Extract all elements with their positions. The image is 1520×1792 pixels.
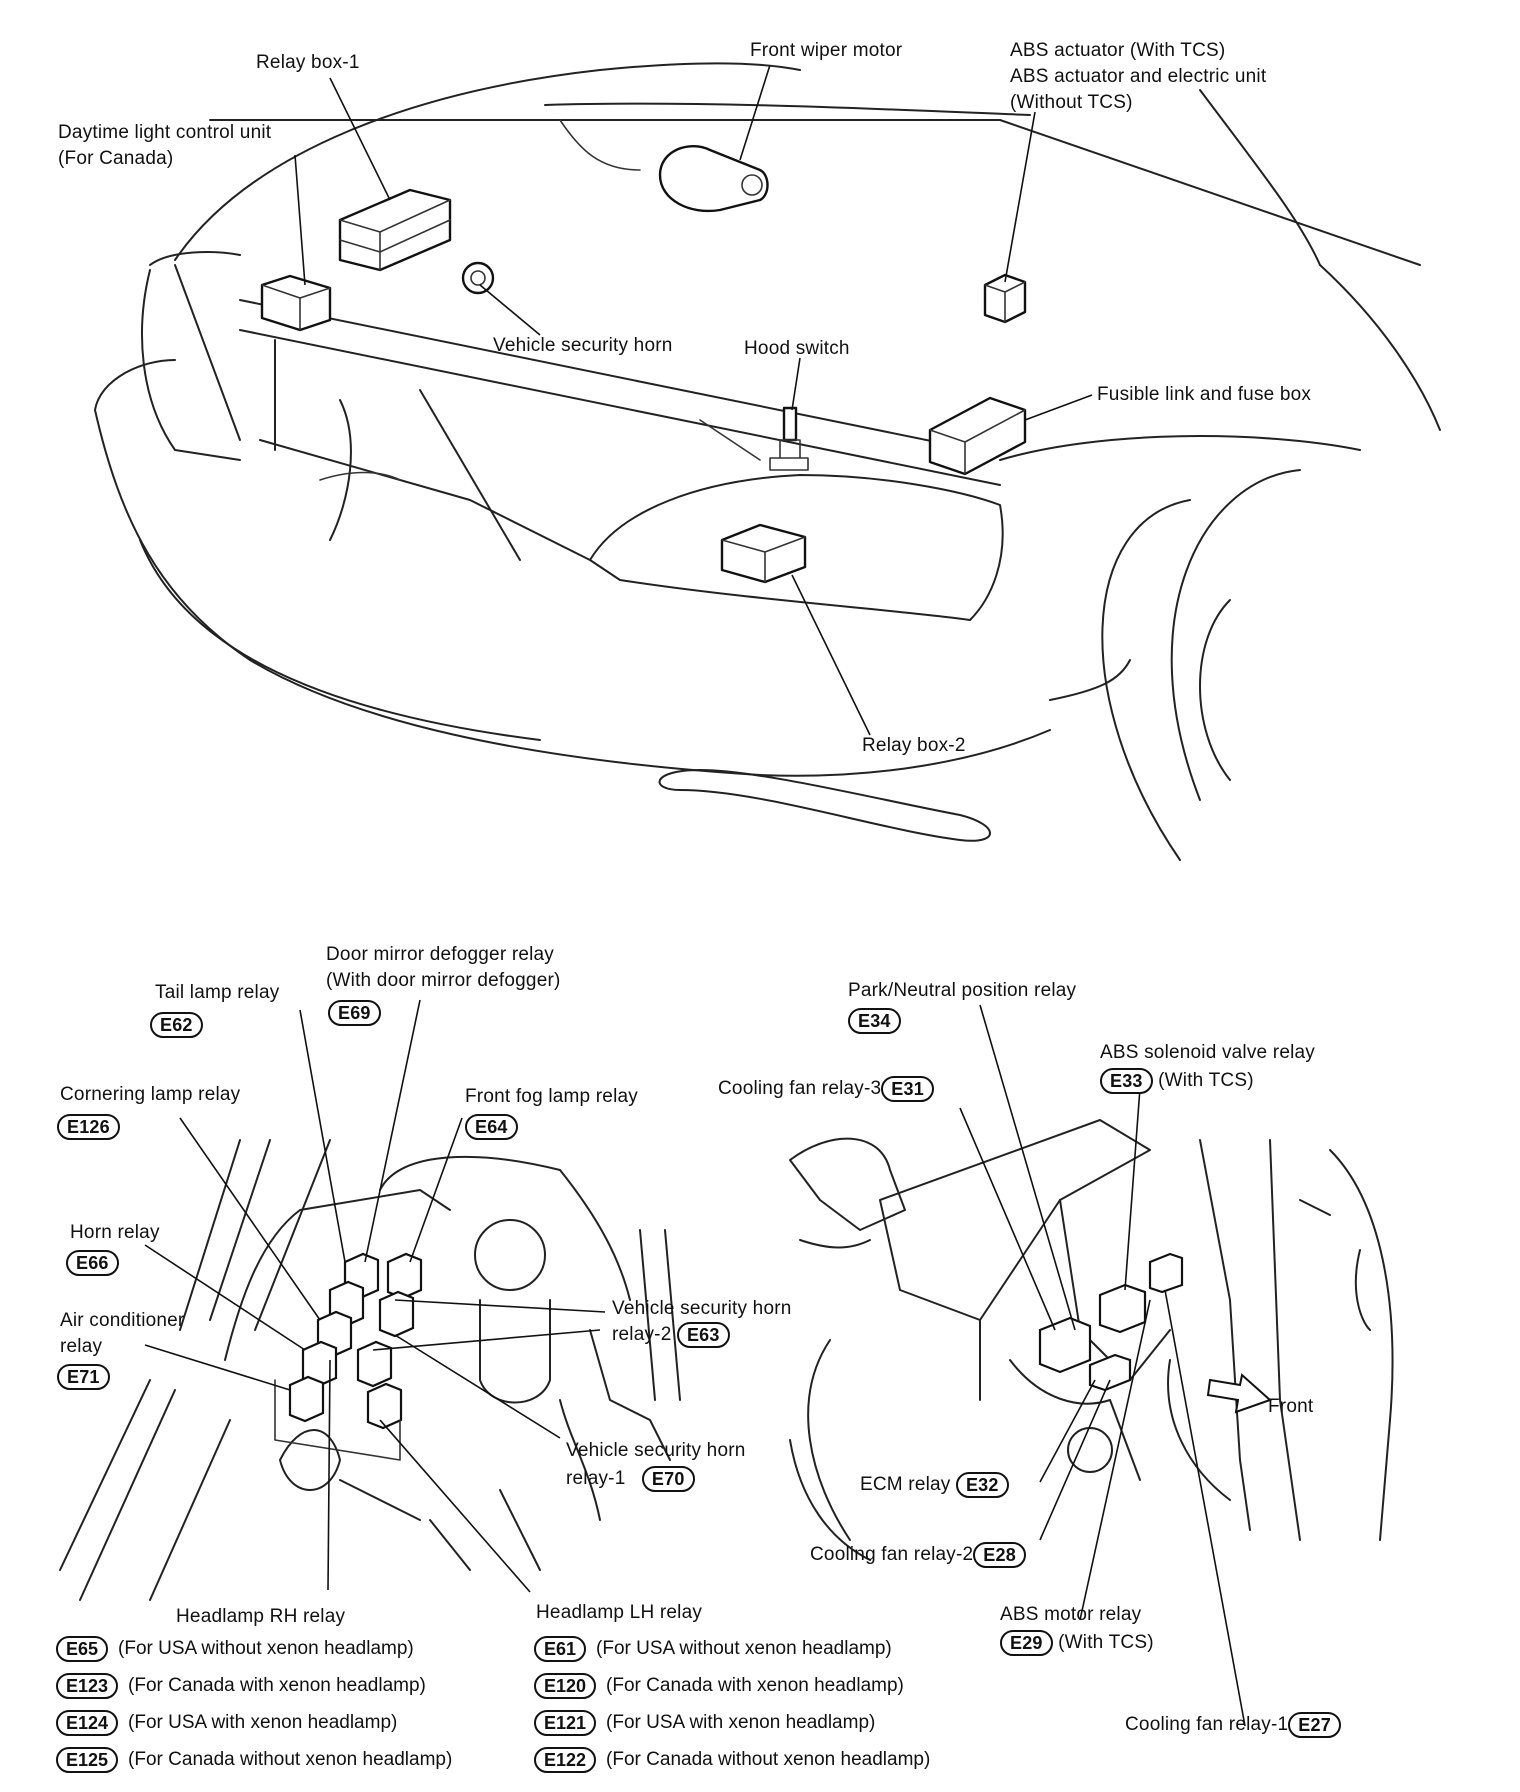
connector-e29: E29 [1000, 1630, 1053, 1656]
label-fusible-link: Fusible link and fuse box [1097, 384, 1312, 405]
left-leader-lines [144, 999, 606, 1593]
headlamp-rh-title: Headlamp RH relay [176, 1606, 346, 1627]
connector-row: E123 (For Canada with xenon headlamp) [56, 1673, 426, 1699]
connector-e70: E70 [641, 1466, 695, 1492]
connector-e69: E69 [328, 1000, 381, 1026]
connector-code: E125 [56, 1747, 119, 1773]
connector-e71: E71 [57, 1364, 110, 1390]
label-relay-box-2: Relay box-2 [862, 735, 966, 756]
connector-code: E61 [534, 1636, 587, 1662]
connector-e27: E27 [1288, 1712, 1341, 1738]
connector-code: E121 [534, 1710, 597, 1736]
label-cooling-fan-2: Cooling fan relay-2 [810, 1544, 974, 1566]
connector-row: E121 (For USA with xenon headlamp) [534, 1710, 875, 1736]
label-daytime-light-1: Daytime light control unit [58, 122, 272, 143]
top-leader-lines [294, 64, 1093, 736]
label-vsh-relay-1-a: Vehicle security horn [566, 1440, 746, 1461]
engine-compartment-illustration [789, 1119, 1394, 1561]
label-door-mirror-1: Door mirror defogger relay [326, 944, 555, 965]
connector-row: E124 (For USA with xenon headlamp) [56, 1710, 397, 1736]
connector-e64: E64 [465, 1114, 518, 1140]
connector-e66: E66 [66, 1250, 119, 1276]
label-vsh-relay-2-b: relay-2 [612, 1324, 672, 1346]
label-abs-actuator-3: (Without TCS) [1010, 92, 1133, 113]
label-hood-switch: Hood switch [744, 338, 850, 359]
label-ecm-relay: ECM relay [860, 1474, 951, 1496]
connector-row: E65 (For USA without xenon headlamp) [56, 1636, 414, 1662]
label-daytime-light-2: (For Canada) [58, 148, 174, 169]
connector-row: E61 (For USA without xenon headlamp) [534, 1636, 892, 1662]
connector-note: (For Canada with xenon headlamp) [606, 1675, 904, 1697]
relay-block-illustration [59, 1139, 681, 1601]
connector-note: (For USA with xenon headlamp) [128, 1712, 398, 1734]
label-abs-solenoid: ABS solenoid valve relay [1100, 1042, 1315, 1063]
label-cornering-lamp: Cornering lamp relay [60, 1084, 241, 1105]
label-abs-solenoid-note: (With TCS) [1158, 1070, 1254, 1092]
connector-note: (For Canada without xenon headlamp) [128, 1749, 453, 1771]
label-door-mirror-2: (With door mirror defogger) [326, 970, 561, 991]
label-vsh-relay-2-a: Vehicle security horn [612, 1298, 792, 1319]
label-abs-actuator-1: ABS actuator (With TCS) [1010, 40, 1226, 61]
label-vehicle-security-horn: Vehicle security horn [493, 335, 673, 356]
connector-code: E122 [534, 1747, 597, 1773]
connector-row: E120 (For Canada with xenon headlamp) [534, 1673, 904, 1699]
connector-e31: E31 [881, 1076, 934, 1102]
label-ac-relay-2: relay [60, 1336, 103, 1357]
connector-note: (For Canada without xenon headlamp) [606, 1749, 931, 1771]
label-tail-lamp: Tail lamp relay [155, 982, 280, 1003]
connector-e33: E33 [1100, 1068, 1153, 1094]
connector-code: E123 [56, 1673, 119, 1699]
label-abs-motor-note: (With TCS) [1058, 1632, 1154, 1654]
label-abs-actuator-2: ABS actuator and electric unit [1010, 66, 1267, 87]
connector-note: (For USA without xenon headlamp) [118, 1638, 414, 1660]
right-leader-lines [959, 1004, 1246, 1727]
label-front-wiper-motor: Front wiper motor [750, 40, 903, 61]
label-horn-relay: Horn relay [70, 1222, 160, 1243]
connector-e34: E34 [848, 1008, 901, 1034]
headlamp-lh-title: Headlamp LH relay [536, 1602, 703, 1623]
connector-code: E124 [56, 1710, 119, 1736]
connector-e32: E32 [955, 1472, 1009, 1498]
label-vsh-relay-1-b: relay-1 [566, 1468, 626, 1490]
label-abs-motor: ABS motor relay [1000, 1604, 1142, 1625]
connector-row: E125 (For Canada without xenon headlamp) [56, 1747, 452, 1773]
connector-e62: E62 [150, 1012, 203, 1038]
label-cooling-fan-1: Cooling fan relay-1 [1125, 1714, 1289, 1736]
label-front-fog: Front fog lamp relay [465, 1086, 638, 1107]
connector-e63: E63 [676, 1322, 730, 1348]
label-ac-relay-1: Air conditioner [60, 1310, 185, 1331]
connector-e28: E28 [973, 1542, 1026, 1568]
connector-code: E65 [56, 1636, 109, 1662]
car-front-illustration [94, 62, 1441, 861]
connector-note: (For USA with xenon headlamp) [606, 1712, 876, 1734]
connector-row: E122 (For Canada without xenon headlamp) [534, 1747, 930, 1773]
label-front: Front [1268, 1396, 1314, 1417]
connector-code: E120 [534, 1673, 597, 1699]
label-cooling-fan-3: Cooling fan relay-3 [718, 1078, 882, 1100]
connector-note: (For Canada with xenon headlamp) [128, 1675, 426, 1697]
label-park-neutral: Park/Neutral position relay [848, 980, 1077, 1001]
connector-note: (For USA without xenon headlamp) [596, 1638, 892, 1660]
label-relay-box-1: Relay box-1 [256, 52, 360, 73]
connector-e126: E126 [57, 1114, 120, 1140]
